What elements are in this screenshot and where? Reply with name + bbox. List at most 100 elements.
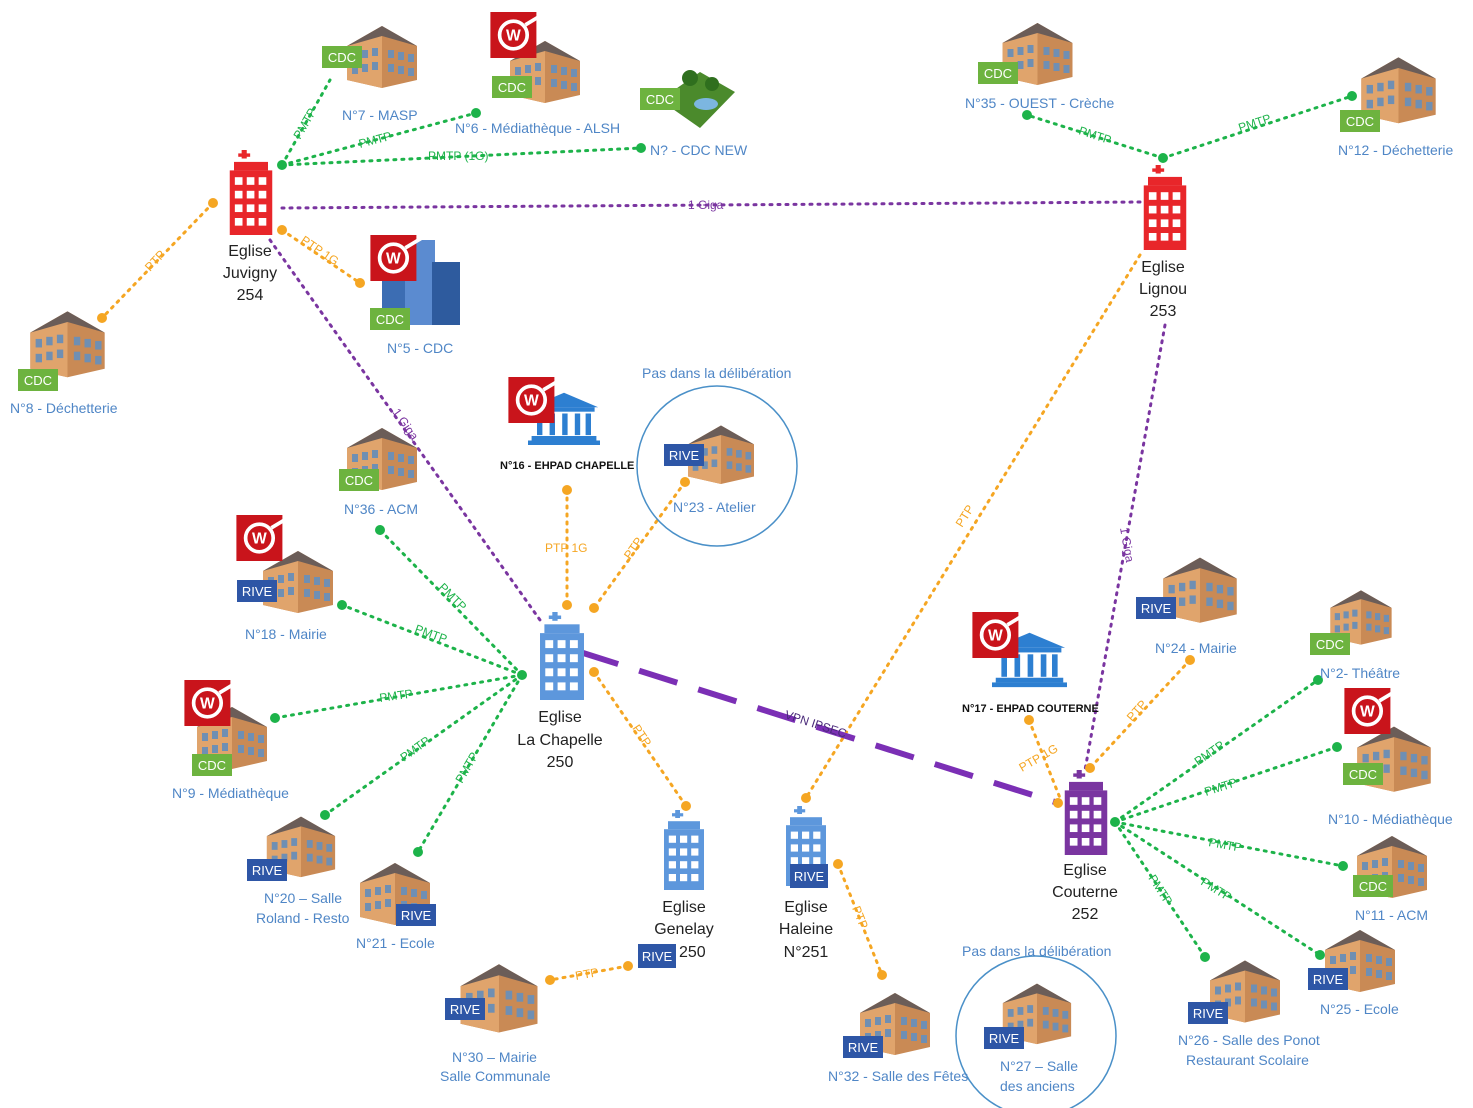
badge-text: CDC — [1346, 114, 1374, 129]
badge-text: CDC — [24, 373, 52, 388]
site-s36[interactable]: CDC N°36 - ACM — [339, 428, 418, 517]
cdc-badge — [370, 308, 410, 330]
site-s25[interactable]: RIVE N°25 - Ecole — [1308, 930, 1399, 1017]
site-s23[interactable]: RIVE N°23 - Atelier — [664, 425, 756, 515]
rive-badge — [664, 444, 704, 466]
badge-text: CDC — [646, 92, 674, 107]
site-label: N°21 - Ecole — [356, 935, 435, 951]
site-s27[interactable]: RIVE N°27 – Salle des anciens — [984, 983, 1078, 1094]
link-l24 — [1088, 658, 1192, 770]
shop-icon — [30, 311, 105, 378]
link-label-l18: PMTP — [452, 750, 481, 786]
site-label: Salle Communale — [440, 1068, 551, 1084]
site-s10[interactable]: CDC N°10 - Médiathèque — [1328, 688, 1453, 827]
link-label-l14: PMTP — [436, 580, 469, 613]
link-l29 — [1113, 820, 1207, 959]
link-label-l10: PTP — [953, 502, 977, 529]
link-label-l19: PTP — [630, 722, 655, 749]
site-label: N°20 – Salle — [264, 890, 342, 906]
badge-text: RIVE — [450, 1002, 481, 1017]
rive-badge — [396, 904, 436, 926]
badge-text: RIVE — [794, 869, 825, 884]
site-label: N°26 - Salle des Ponot — [1178, 1032, 1320, 1048]
site-s18[interactable]: RIVE N°18 - Mairie — [236, 515, 333, 642]
site-label: N°6 - Médiathèque - ALSH — [455, 120, 620, 136]
badge-text: CDC — [198, 758, 226, 773]
cdc-badge — [1353, 875, 1393, 897]
rive-badge — [984, 1027, 1024, 1049]
site-s12[interactable]: CDC N°12 - Déchetterie — [1338, 57, 1454, 158]
site-snew[interactable]: CDC N? - CDC NEW — [640, 70, 748, 158]
exclusion-circle-2 — [955, 955, 1117, 1108]
link-l5 — [100, 201, 215, 320]
rive-badge — [1188, 1002, 1228, 1024]
site-label: Roland - Resto — [256, 910, 350, 926]
rive-badge — [1308, 968, 1348, 990]
site-label: Restaurant Scolaire — [1186, 1052, 1309, 1068]
site-s17[interactable]: N°17 - EHPAD COUTERNE — [962, 612, 1099, 715]
cdc-badge — [492, 76, 532, 98]
site-s6[interactable]: CDC N°6 - Médiathèque - ALSH — [455, 12, 620, 136]
link-l19 — [592, 670, 688, 808]
link-label-l13: PTP — [621, 535, 646, 562]
rive-badge — [445, 998, 485, 1020]
hub-haleine[interactable]: RIVE Eglise Haleine N°251 — [779, 806, 833, 961]
link-label-l17: PMTP — [398, 734, 433, 765]
link-label-l28: PMTP — [1198, 875, 1234, 905]
site-s35[interactable]: CDC N°35 - OUEST - Crèche — [965, 23, 1114, 111]
cdc-badge — [1343, 763, 1383, 785]
site-label: N? - CDC NEW — [650, 142, 748, 158]
site-s5[interactable]: CDC N°5 - CDC — [370, 235, 460, 356]
cdc-badge — [978, 62, 1018, 84]
cdc-badge — [192, 754, 232, 776]
link-l10 — [804, 253, 1142, 800]
hub-label-line: Eglise — [662, 899, 706, 916]
badge-text: RIVE — [848, 1040, 879, 1055]
exclusion-label-2: Pas dans la délibération — [962, 943, 1111, 959]
rive-badge — [237, 580, 277, 602]
link-label-l6: PTP 1G — [298, 233, 341, 268]
church-icon — [540, 612, 584, 700]
cdc-badge — [1340, 110, 1380, 132]
link-l18 — [416, 673, 524, 854]
link-label-l24: PTP — [1124, 697, 1150, 724]
wifi-icon — [370, 235, 426, 281]
site-s26[interactable]: RIVE N°26 - Salle des Ponot Restaurant S… — [1178, 960, 1320, 1069]
site-label: N°7 - MASP — [342, 107, 418, 123]
hub-label-line: Eglise — [228, 243, 272, 260]
hub-genelay[interactable]: Eglise Genelay RIVE 250 — [638, 810, 714, 968]
badge-text: RIVE — [1313, 972, 1344, 987]
site-s32[interactable]: RIVE N°32 - Salle des Fêtes — [828, 993, 968, 1084]
hub-la-chapelle[interactable]: Eglise La Chapelle 250 — [517, 612, 603, 771]
site-s24[interactable]: RIVE N°24 - Mairie — [1136, 557, 1237, 656]
link-label-l15: PMTP — [413, 622, 449, 647]
site-s11[interactable]: CDC N°11 - ACM — [1353, 836, 1428, 923]
wifi-icon — [1344, 688, 1400, 734]
hub-juvigny[interactable]: Eglise Juvigny 254 — [223, 150, 277, 304]
site-s21[interactable]: RIVE N°21 - Ecole — [356, 863, 436, 951]
rive-badge — [843, 1036, 883, 1058]
site-s16[interactable]: N°16 - EHPAD CHAPELLE — [500, 377, 634, 472]
badge-text: CDC — [1359, 879, 1387, 894]
link-label-l23: PTP 1G — [1017, 741, 1061, 774]
site-s30[interactable]: RIVE N°30 – Mairie Salle Communale — [440, 964, 551, 1084]
link-l25 — [1113, 678, 1320, 824]
site-label: N°8 - Déchetterie — [10, 400, 118, 416]
hub-couterne[interactable]: Eglise Couterne 252 — [1052, 770, 1118, 923]
site-s8[interactable]: CDC N°8 - Déchetterie — [10, 311, 118, 416]
hub-label-line: 253 — [1150, 303, 1177, 320]
badge-text: CDC — [345, 473, 373, 488]
site-s20[interactable]: RIVE N°20 – Salle Roland - Resto — [247, 816, 350, 926]
site-s2[interactable]: CDC N°2- Théâtre — [1310, 590, 1400, 681]
link-label-l4: 1 Giga — [688, 198, 724, 212]
link-l27 — [1113, 820, 1345, 868]
hub-lignou[interactable]: Eglise Lignou 253 — [1139, 165, 1187, 320]
hub-label-line: 252 — [1072, 906, 1099, 923]
site-s7[interactable]: CDC N°7 - MASP — [322, 26, 418, 123]
site-s9[interactable]: CDC N°9 - Médiathèque — [172, 680, 289, 801]
badge-text: RIVE — [242, 584, 273, 599]
link-label-l1: PMTP — [290, 106, 319, 142]
link-l26 — [1113, 745, 1339, 824]
link-l9 — [1161, 94, 1354, 160]
hub-label-line: N°251 — [784, 944, 829, 961]
